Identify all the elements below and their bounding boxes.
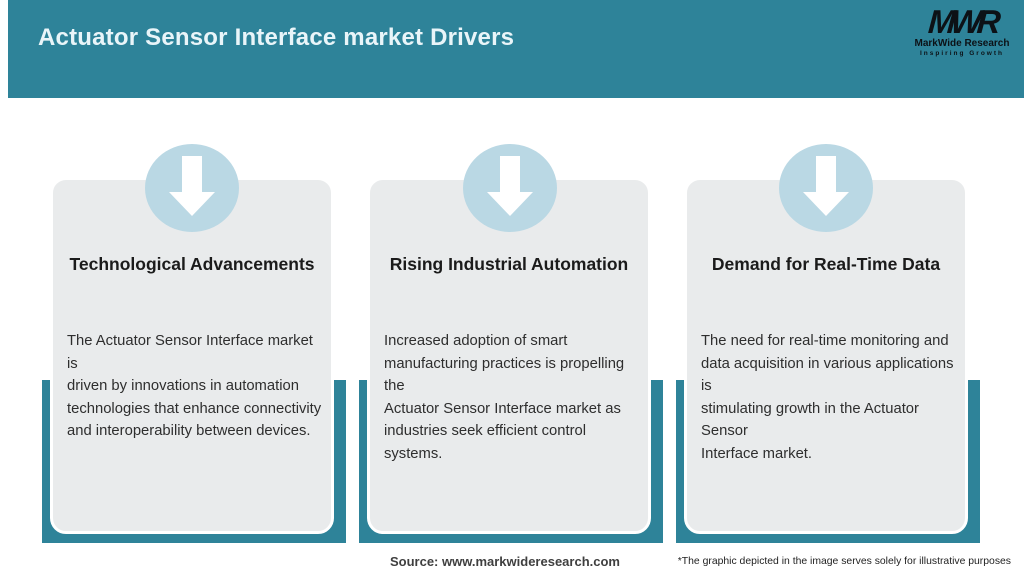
logo-tagline: Inspiring Growth — [920, 50, 1004, 57]
page-title: Actuator Sensor Interface market Drivers — [38, 24, 515, 51]
disclaimer-text: *The graphic depicted in the image serve… — [677, 556, 1011, 567]
driver-card-rising-industrial-automation: Rising Industrial Automation Increased a… — [367, 177, 651, 534]
card-body-text: Increased adoption of smart manufacturin… — [384, 333, 625, 462]
card-body-text: The Actuator Sensor Interface market is … — [67, 333, 322, 439]
down-arrow-badge — [463, 144, 557, 232]
header-bar: Actuator Sensor Interface market Drivers… — [8, 0, 1024, 98]
source-text: Source: www.markwideresearch.com — [389, 554, 620, 569]
logo-acronym: MWR — [927, 3, 998, 40]
card-body-text: The need for real-time monitoring and da… — [701, 333, 954, 462]
down-arrow-icon — [169, 156, 215, 216]
logo-name: MarkWide Research — [914, 38, 1010, 49]
card-title: Demand for Real-Time Data — [711, 254, 941, 274]
down-arrow-icon — [803, 156, 849, 216]
card-title: Rising Industrial Automation — [389, 254, 629, 274]
driver-card-demand-for-real-time-data: Demand for Real-Time Data The need for r… — [684, 177, 968, 534]
down-arrow-badge — [779, 144, 873, 232]
down-arrow-icon — [487, 156, 533, 216]
markwide-research-logo: MWR MarkWide Research Inspiring Growth — [906, 3, 1018, 58]
down-arrow-badge — [145, 144, 239, 232]
card-title: Technological Advancements — [69, 254, 315, 274]
